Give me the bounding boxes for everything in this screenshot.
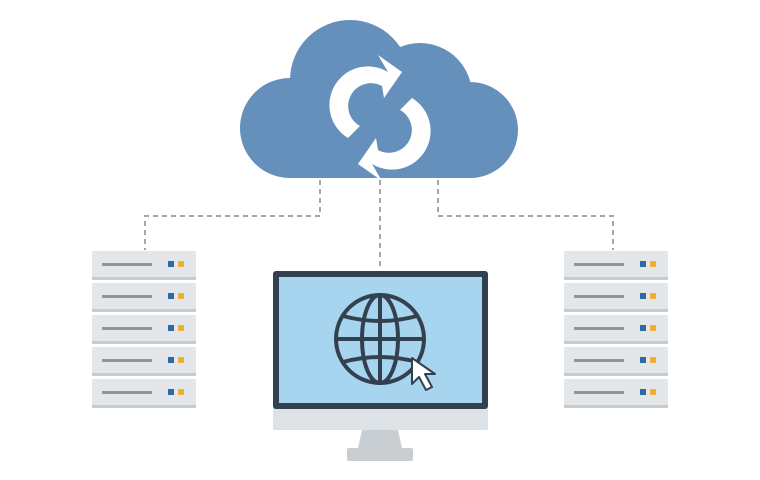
server-unit (564, 347, 668, 376)
server-slot (102, 263, 152, 266)
server-unit (92, 251, 196, 280)
server-led-blue (640, 325, 646, 331)
server-rack-left (92, 251, 196, 408)
server-led-orange (178, 325, 184, 331)
server-slot (574, 327, 624, 330)
server-led-blue (640, 389, 646, 395)
server-led-blue (168, 357, 174, 363)
monitor-stand-base (347, 448, 413, 461)
server-unit (92, 315, 196, 344)
server-led-orange (178, 357, 184, 363)
server-slot (102, 327, 152, 330)
server-led-blue (640, 293, 646, 299)
server-unit (564, 283, 668, 312)
monitor-stand-neck (358, 430, 402, 448)
monitor-chin (273, 405, 488, 430)
server-slot (102, 359, 152, 362)
server-led-orange (650, 389, 656, 395)
server-led-blue (640, 357, 646, 363)
server-slot (574, 359, 624, 362)
server-led-orange (650, 357, 656, 363)
connector-right (437, 180, 614, 250)
server-unit (92, 379, 196, 408)
server-rack-right (564, 251, 668, 408)
server-unit (92, 347, 196, 376)
server-slot (574, 391, 624, 394)
globe-icon (334, 293, 426, 385)
connector-left (144, 180, 321, 250)
sync-arrows-icon (329, 55, 431, 181)
server-slot (102, 391, 152, 394)
server-led-orange (178, 261, 184, 267)
connector-lines (144, 180, 614, 270)
server-unit (564, 315, 668, 344)
monitor-icon (273, 271, 488, 461)
server-led-orange (178, 293, 184, 299)
server-led-orange (650, 325, 656, 331)
server-unit (92, 283, 196, 312)
server-led-blue (168, 389, 174, 395)
cloud-icon (240, 20, 518, 181)
server-slot (574, 295, 624, 298)
server-led-blue (168, 261, 174, 267)
server-led-orange (178, 389, 184, 395)
server-led-blue (640, 261, 646, 267)
server-slot (574, 263, 624, 266)
server-unit (564, 251, 668, 280)
server-led-orange (650, 261, 656, 267)
server-led-blue (168, 325, 174, 331)
server-slot (102, 295, 152, 298)
cursor-icon (411, 357, 436, 391)
server-led-blue (168, 293, 174, 299)
server-unit (564, 379, 668, 408)
server-led-orange (650, 293, 656, 299)
